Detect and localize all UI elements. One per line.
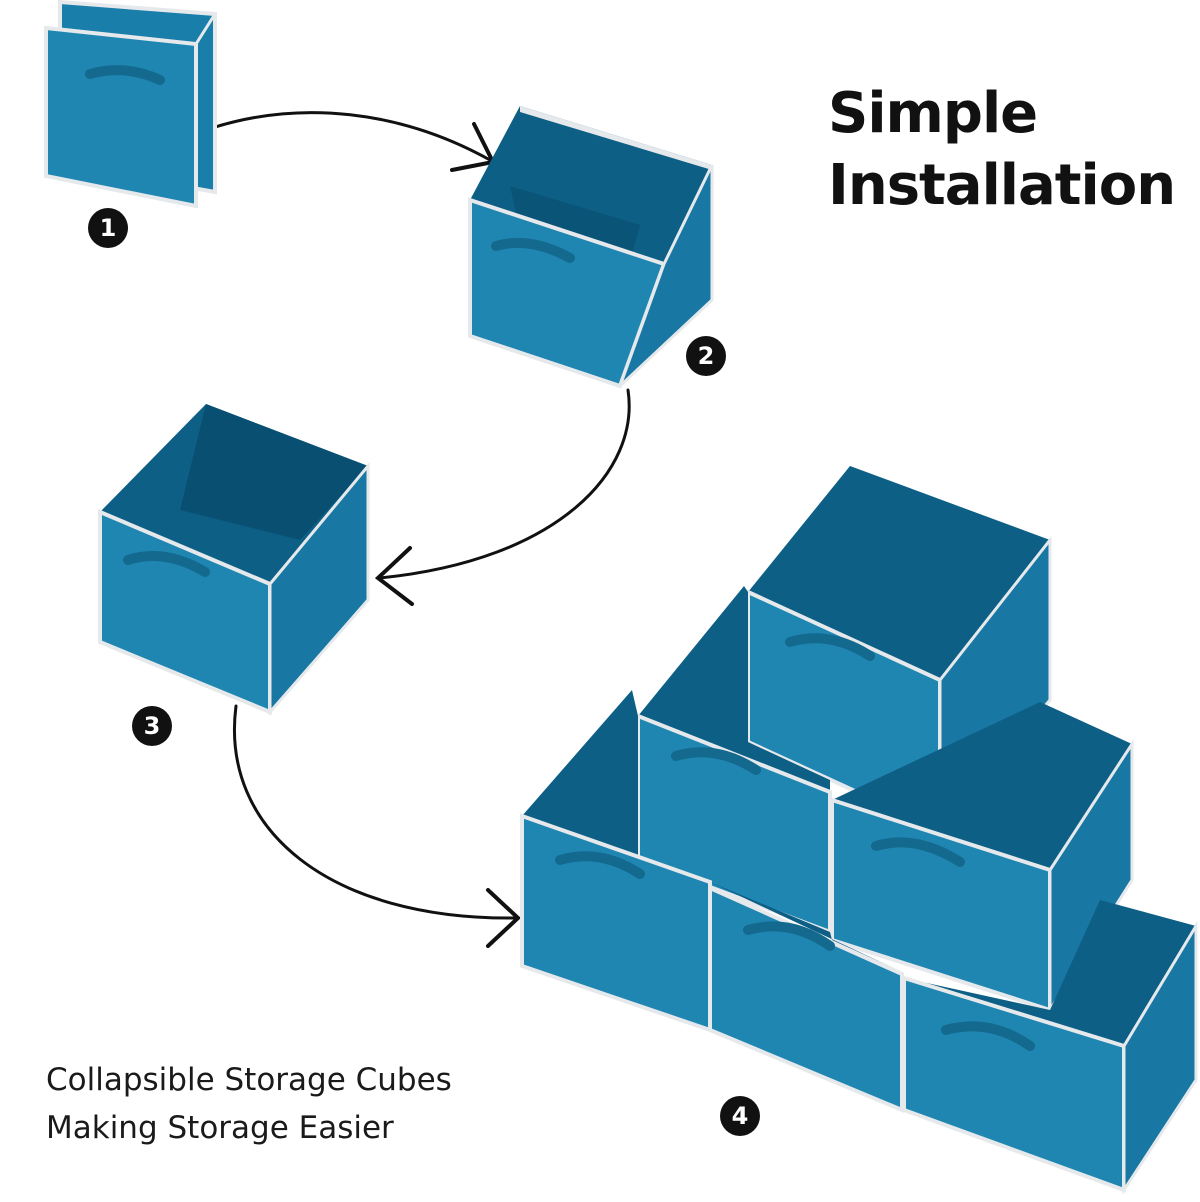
- stack-box-bottom-right: [902, 900, 1198, 1196]
- tagline-line-1: Collapsible Storage Cubes: [46, 1062, 452, 1098]
- tagline-line-2: Making Storage Easier: [46, 1110, 394, 1146]
- arrow-2-to-3: [378, 388, 631, 580]
- arrow-1-to-2: [210, 111, 492, 162]
- title-line-1: Simple: [828, 81, 1038, 146]
- page-title: Simple Installation: [828, 78, 1200, 222]
- title-line-2: Installation: [828, 153, 1176, 218]
- product-tagline: Collapsible Storage Cubes Making Storage…: [46, 1056, 566, 1152]
- assembled-box-step-3: [98, 404, 370, 716]
- arrowhead-2-to-3: [374, 546, 414, 606]
- stack-box-bottom-middle: [708, 882, 904, 1113]
- step-1-badge: 1: [88, 208, 128, 248]
- arrowhead-3-to-4: [486, 888, 521, 948]
- stack-box-middle-right: [830, 702, 1134, 1016]
- open-box-step-2: [468, 106, 714, 389]
- step-2-badge: 2: [686, 336, 726, 376]
- folded-box: [44, 0, 217, 209]
- stacked-boxes: [520, 466, 1198, 1196]
- step-arrows: [210, 111, 631, 948]
- step-3-badge: 3: [132, 706, 172, 746]
- step-4-badge: 4: [720, 1096, 760, 1136]
- arrow-3-to-4: [233, 704, 517, 920]
- stack-box-top: [746, 466, 1052, 835]
- arrowhead-1-to-2: [450, 122, 496, 172]
